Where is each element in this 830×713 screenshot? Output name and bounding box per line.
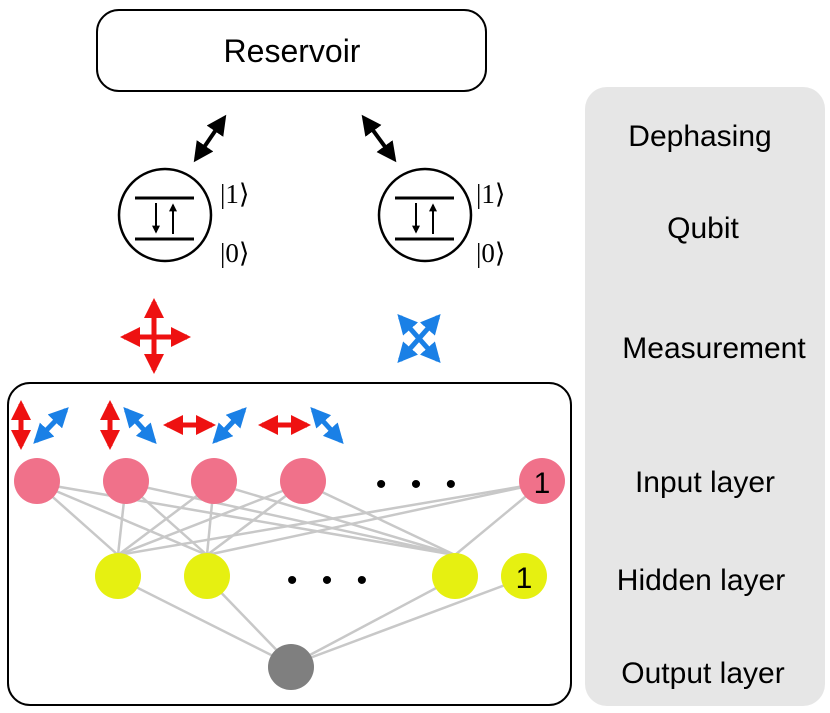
input-node: [191, 458, 237, 504]
output-node: [268, 644, 314, 690]
input-layer-label: Input layer: [635, 466, 775, 499]
input-bias-label: 1: [534, 467, 551, 500]
hidden-bias-label: 1: [516, 562, 533, 595]
qubit-right: |1⟩ |0⟩: [377, 167, 505, 268]
reservoir-label: Reservoir: [224, 33, 361, 69]
qubit-symbol-icon: [117, 167, 213, 263]
label-panel: [585, 87, 825, 706]
measurement-red-cross-icon: [120, 298, 191, 374]
ket-one-label: |1⟩: [476, 179, 505, 209]
input-measurement-icons: [11, 400, 344, 450]
qubit-label: Qubit: [667, 212, 739, 245]
hidden-node: [432, 553, 478, 599]
hidden-node: [95, 553, 141, 599]
coupling-arrow-icon: [193, 114, 227, 163]
output-layer-label: Output layer: [621, 657, 784, 690]
dephasing-label: Dephasing: [628, 120, 771, 153]
input-node: [280, 458, 326, 504]
blue-diagonal-arrow-icon: [310, 407, 344, 444]
measurement-blue-cross-icon: [397, 314, 441, 363]
hidden-ellipsis: • • •: [287, 564, 375, 597]
ket-zero-label: |0⟩: [476, 238, 505, 268]
hidden-bias-node: [501, 553, 547, 599]
hidden-layer-label: Hidden layer: [617, 564, 785, 597]
measurement-label: Measurement: [622, 332, 806, 365]
input-bias-node: [519, 458, 565, 504]
network-box: [7, 382, 572, 706]
input-node: [103, 458, 149, 504]
qubit-left: |1⟩ |0⟩: [117, 167, 249, 268]
blue-diagonal-arrow-icon: [212, 407, 247, 444]
ket-zero-label: |0⟩: [220, 238, 249, 268]
reservoir-box: [96, 9, 487, 92]
blue-diagonal-arrow-icon: [123, 407, 157, 444]
blue-diagonal-arrow-icon: [33, 407, 69, 444]
qubit-symbol-icon: [377, 167, 473, 263]
input-ellipsis: • • •: [376, 468, 464, 501]
ket-one-label: |1⟩: [220, 179, 249, 209]
hidden-node: [184, 553, 230, 599]
input-node: [14, 458, 60, 504]
coupling-arrow-icon: [361, 114, 397, 163]
